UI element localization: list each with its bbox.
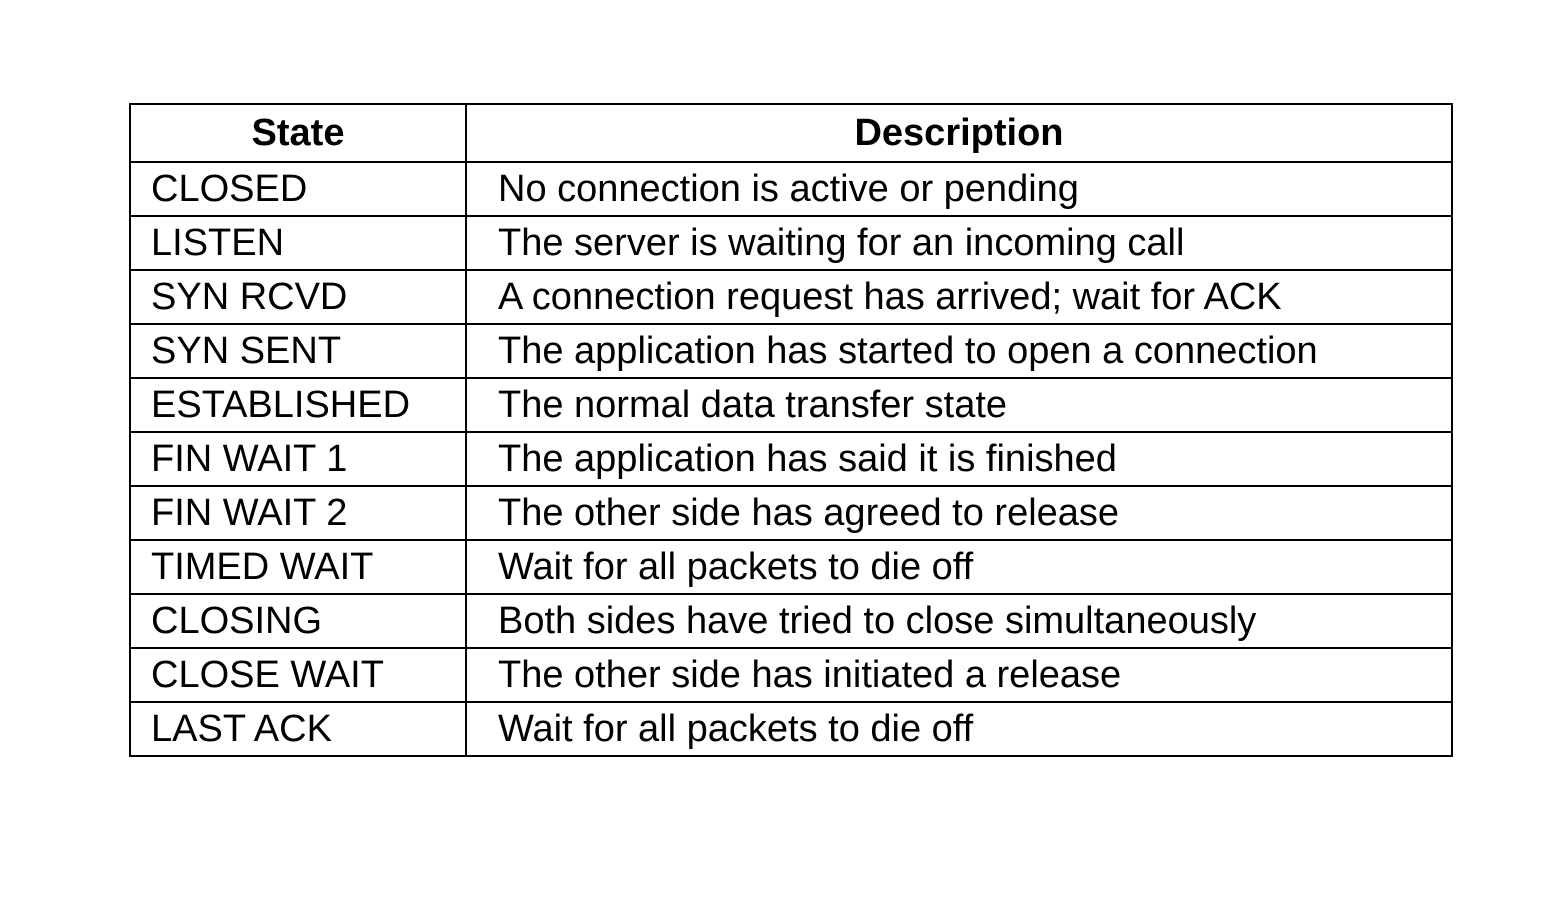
state-cell: CLOSE WAIT (129, 647, 467, 703)
table-row: SYN SENT The application has started to … (129, 323, 1453, 379)
state-cell: SYN RCVD (129, 269, 467, 325)
state-cell: LAST ACK (129, 701, 467, 757)
state-cell: CLOSED (129, 161, 467, 217)
table-row: ESTABLISHED The normal data transfer sta… (129, 377, 1453, 433)
table-header: State Description (129, 103, 1453, 163)
table-body: CLOSED No connection is active or pendin… (129, 161, 1453, 757)
description-column-header: Description (465, 103, 1453, 163)
table-row: FIN WAIT 1 The application has said it i… (129, 431, 1453, 487)
table-row: CLOSED No connection is active or pendin… (129, 161, 1453, 217)
table-row: CLOSE WAIT The other side has initiated … (129, 647, 1453, 703)
state-cell: FIN WAIT 1 (129, 431, 467, 487)
tcp-states-table: State Description CLOSED No connection i… (129, 103, 1453, 757)
description-cell: No connection is active or pending (465, 161, 1453, 217)
description-cell: The normal data transfer state (465, 377, 1453, 433)
table-row: LAST ACK Wait for all packets to die off (129, 701, 1453, 757)
description-cell: The application has said it is finished (465, 431, 1453, 487)
description-cell: Both sides have tried to close simultane… (465, 593, 1453, 649)
state-cell: SYN SENT (129, 323, 467, 379)
header-row: State Description (129, 103, 1453, 163)
description-cell: A connection request has arrived; wait f… (465, 269, 1453, 325)
table-row: TIMED WAIT Wait for all packets to die o… (129, 539, 1453, 595)
state-cell: ESTABLISHED (129, 377, 467, 433)
description-cell: The application has started to open a co… (465, 323, 1453, 379)
description-cell: Wait for all packets to die off (465, 701, 1453, 757)
state-cell: LISTEN (129, 215, 467, 271)
description-cell: The other side has agreed to release (465, 485, 1453, 541)
table-row: FIN WAIT 2 The other side has agreed to … (129, 485, 1453, 541)
description-cell: Wait for all packets to die off (465, 539, 1453, 595)
state-column-header: State (129, 103, 467, 163)
state-cell: TIMED WAIT (129, 539, 467, 595)
state-cell: CLOSING (129, 593, 467, 649)
table-row: CLOSING Both sides have tried to close s… (129, 593, 1453, 649)
description-cell: The server is waiting for an incoming ca… (465, 215, 1453, 271)
description-cell: The other side has initiated a release (465, 647, 1453, 703)
table-row: SYN RCVD A connection request has arrive… (129, 269, 1453, 325)
table-row: LISTEN The server is waiting for an inco… (129, 215, 1453, 271)
state-cell: FIN WAIT 2 (129, 485, 467, 541)
